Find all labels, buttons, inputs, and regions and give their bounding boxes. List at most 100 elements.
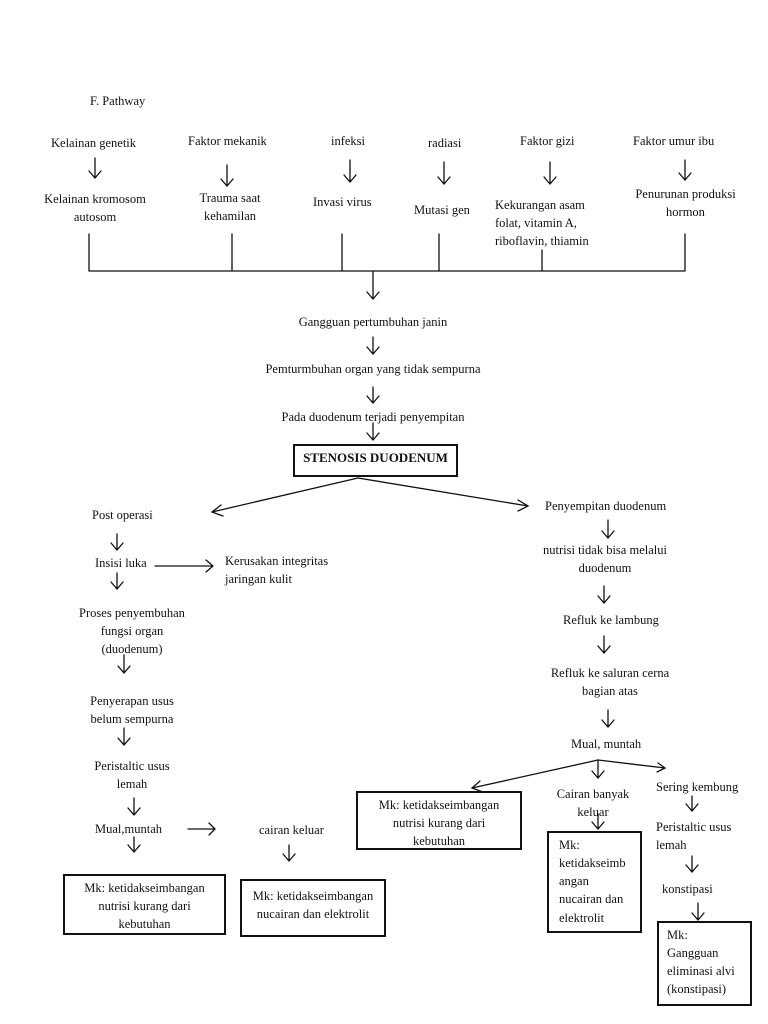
text-line: Peristaltic usus	[94, 759, 170, 773]
chain-gangguan: Gangguan pertumbuhan janin	[298, 315, 448, 329]
arrow-cairan-mk	[282, 844, 296, 862]
mual-muntah-right: Mual, muntah	[571, 737, 642, 751]
arrow-genetik	[88, 157, 102, 179]
effect-line: folat, vitamin A,	[495, 216, 577, 231]
effect-invasi: Invasi virus	[313, 195, 372, 209]
cause-radiasi: radiasi	[428, 136, 462, 150]
arrow-right-1	[601, 519, 615, 539]
refluk-saluran: Refluk ke saluran cerna bagian atas	[535, 664, 685, 700]
effect-line: hormon	[666, 205, 705, 220]
cause-infeksi: infeksi	[331, 134, 366, 148]
text-line: nutrisi kurang dari	[98, 899, 191, 914]
chain-penyempitan: Pada duodenum terjadi penyempitan	[281, 410, 465, 424]
arrow-left-1	[110, 533, 124, 551]
cause-umur: Faktor umur ibu	[633, 134, 715, 148]
text-line: (konstipasi)	[667, 982, 727, 997]
text-line: angan	[559, 874, 589, 889]
pathway-heading: F. Pathway	[90, 94, 146, 108]
text-line: nucairan dan	[559, 892, 624, 907]
mk-eliminasi-box: Mk: Gangguan eliminasi alvi (konstipasi)	[657, 921, 752, 1006]
mual-muntah-left: Mual,muntah	[95, 822, 163, 836]
arrow-left-4	[117, 727, 131, 746]
arrow-insisi-kerusakan	[154, 559, 214, 573]
text-line: lemah	[116, 777, 148, 792]
bracket-line	[88, 233, 686, 272]
text-line: Mk:	[667, 928, 688, 942]
mk-cairan-right-box: Mk: ketidakseimb angan nucairan dan elek…	[547, 831, 642, 933]
text-line: belum sempurna	[90, 712, 174, 727]
cairan-keluar: cairan keluar	[259, 823, 324, 837]
text-line: nutrisi tidak bisa melalui	[543, 543, 667, 557]
arrow-left-5	[127, 797, 141, 816]
effect-line: Trauma saat	[199, 191, 261, 205]
text-line: Mk:	[559, 838, 580, 852]
refluk-lambung: Refluk ke lambung	[563, 613, 659, 627]
text-line: jaringan kulit	[225, 572, 292, 587]
cause-genetik: Kelainan genetik	[51, 136, 137, 150]
text-line: (duodenum)	[101, 642, 163, 657]
konstipasi: konstipasi	[662, 882, 713, 896]
text-line: Proses penyembuhan	[79, 606, 185, 620]
text-line: elektrolit	[559, 910, 605, 925]
effect-line: kehamilan	[203, 209, 257, 224]
arrow-left-6	[127, 836, 141, 853]
text-line: Refluk ke saluran cerna	[550, 666, 670, 680]
sering-kembung: Sering kembung	[656, 780, 739, 794]
text-line: Penyerapan usus	[90, 694, 174, 708]
text-line: keluar	[577, 805, 609, 820]
arrow-kembung-peristaltic	[685, 795, 699, 812]
text-line: eliminasi alvi	[667, 964, 735, 979]
arrow-chain-2	[366, 386, 380, 404]
stenosis-duodenum-box: STENOSIS DUODENUM	[293, 444, 458, 477]
kerusakan-integritas: Kerusakan integritas jaringan kulit	[225, 552, 328, 588]
post-operasi: Post operasi	[92, 508, 153, 522]
effect-mutasi: Mutasi gen	[414, 203, 470, 217]
arrow-chain-1	[366, 336, 380, 355]
arrow-radiasi	[437, 161, 451, 185]
text-line: kebutuhan	[412, 834, 466, 849]
arrow-konstipasi-mk	[691, 902, 705, 921]
effect-trauma: Trauma saat kehamilan	[182, 189, 278, 225]
nutrisi-tidak-bisa: nutrisi tidak bisa melalui duodenum	[530, 541, 680, 577]
arrow-right-4	[601, 709, 615, 728]
arrow-peristaltic-konstipasi	[685, 855, 699, 873]
penyerapan-usus: Penyerapan usus belum sempurna	[72, 692, 192, 728]
text-line: nucairan dan elektrolit	[256, 907, 370, 922]
text-line: duodenum	[578, 561, 632, 576]
arrow-infeksi	[343, 159, 357, 183]
arrow-chain-3	[366, 422, 380, 441]
effect-hormon: Penurunan produksi hormon	[628, 185, 743, 221]
text-line: kebutuhan	[118, 917, 171, 932]
text-line: Mk: ketidakseimbangan	[252, 889, 374, 903]
text-line: Mk: ketidakseimbangan	[84, 881, 205, 895]
peristaltic-usus-right: Peristaltic usus lemah	[656, 818, 731, 854]
text-line: Gangguan	[667, 946, 719, 961]
text-line: ketidakseimb	[559, 856, 626, 871]
text-line: Peristaltic usus	[656, 820, 732, 834]
arrow-right-2	[597, 585, 611, 604]
cairan-banyak-keluar: Cairan banyak keluar	[543, 785, 643, 821]
arrow-right-3	[597, 635, 611, 654]
mk-cairan-left-box: Mk: ketidakseimbangan nucairan dan elekt…	[240, 879, 386, 937]
text-line: bagian atas	[582, 684, 638, 699]
text-line: fungsi organ	[100, 624, 164, 639]
effect-gizi: Kekurangan asam folat, vitamin A, ribofl…	[495, 196, 589, 250]
arrow-to-penyempitan	[357, 477, 530, 512]
effect-kromosom: Kelainan kromosom autosom	[40, 190, 150, 226]
text-line: Kerusakan integritas	[225, 554, 329, 568]
mk-nutrisi-right-box: Mk: ketidakseimbangan nutrisi kurang dar…	[356, 791, 522, 850]
arrow-to-mk-nutrisi-right	[470, 759, 599, 793]
penyempitan-duodenum: Penyempitan duodenum	[545, 499, 667, 513]
text-line: Cairan banyak	[556, 787, 630, 801]
effect-line: autosom	[73, 210, 117, 225]
arrow-left-3	[117, 654, 131, 674]
arrow-left-2	[110, 572, 124, 590]
effect-line: Kekurangan asam	[495, 198, 585, 212]
text-line: Mk: ketidakseimbangan	[378, 798, 500, 812]
effect-line: riboflavin, thiamin	[495, 234, 589, 249]
text-line: lemah	[656, 838, 687, 853]
arrow-to-sering-kembung	[597, 759, 667, 773]
arrow-to-cairan-banyak	[591, 759, 605, 779]
cause-mekanik: Faktor mekanik	[188, 134, 267, 148]
